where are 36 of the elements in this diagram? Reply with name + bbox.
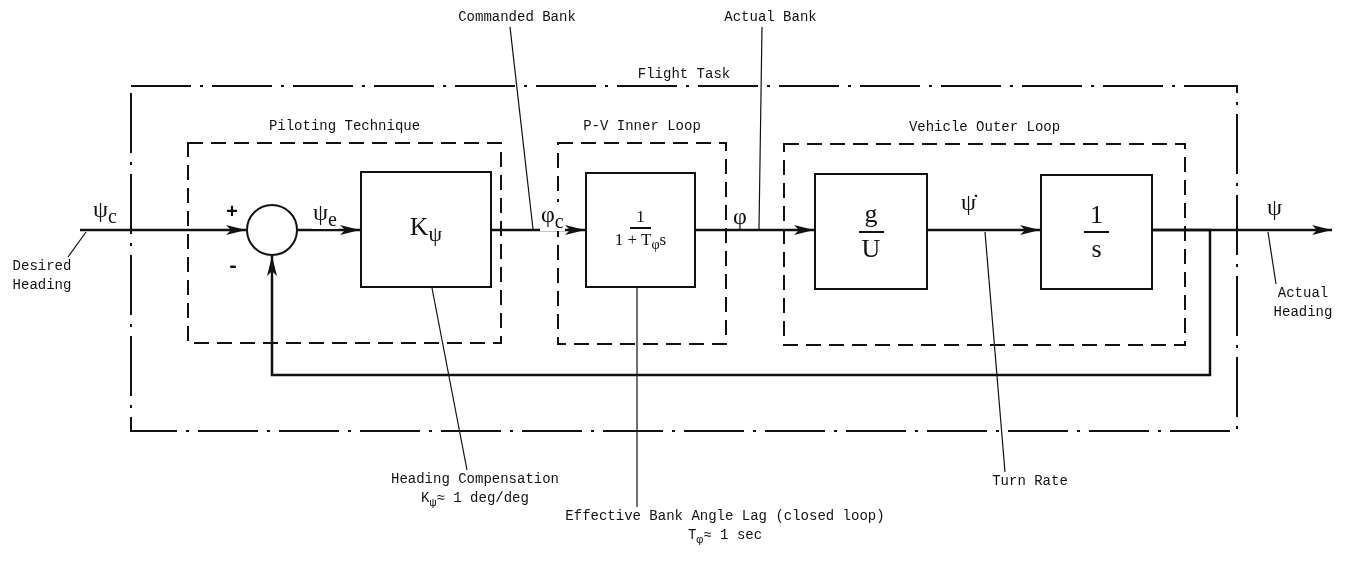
gain-symbol: K$_{ψ}$ [409, 210, 443, 249]
signal-arrow [80, 225, 246, 235]
minus-sign: - [227, 257, 239, 277]
transfer-function-block [1040, 174, 1153, 290]
callout-text: Desired Heading [11, 257, 73, 295]
signal-arrow [298, 225, 360, 235]
signal-arrow [928, 225, 1040, 235]
callout-text: Effective Bank Angle Lag (closed loop) [564, 507, 886, 526]
denominator: s [1091, 233, 1102, 265]
transfer-function-block [360, 171, 492, 288]
denominator: 1 + T$_{φ}$s [614, 229, 667, 255]
signal-arrow [267, 228, 1212, 377]
numerator: 1 [630, 205, 651, 230]
callout-text: Turn Rate [991, 472, 1069, 491]
numerator: g [858, 198, 884, 233]
transfer-function-block [814, 173, 928, 290]
callout-text: Heading Compensation [390, 470, 560, 489]
callout-text: Commanded Bank [457, 8, 577, 27]
leader-line [1267, 231, 1277, 285]
leader-line [984, 231, 1006, 473]
callout-text: Actual Heading [1272, 284, 1334, 322]
leader-line [509, 26, 534, 230]
signal-arrow [696, 225, 814, 235]
numerator: 1 [1084, 198, 1109, 233]
denominator: U [861, 232, 881, 265]
callout-text: K$_{ψ}$≈ 1 deg/deg [420, 488, 530, 512]
leader-line [431, 287, 468, 471]
leader-line [67, 231, 87, 258]
callout-text: Actual Bank [723, 8, 818, 27]
callout-text: T$_{φ}$≈ 1 sec [686, 525, 764, 549]
leader-line [636, 287, 638, 508]
leader-line [758, 26, 763, 230]
transfer-function-block [585, 172, 696, 288]
plus-sign: + [226, 203, 238, 223]
summing-junction [246, 204, 298, 256]
signal-label: φ$_{c}$ [540, 202, 565, 231]
